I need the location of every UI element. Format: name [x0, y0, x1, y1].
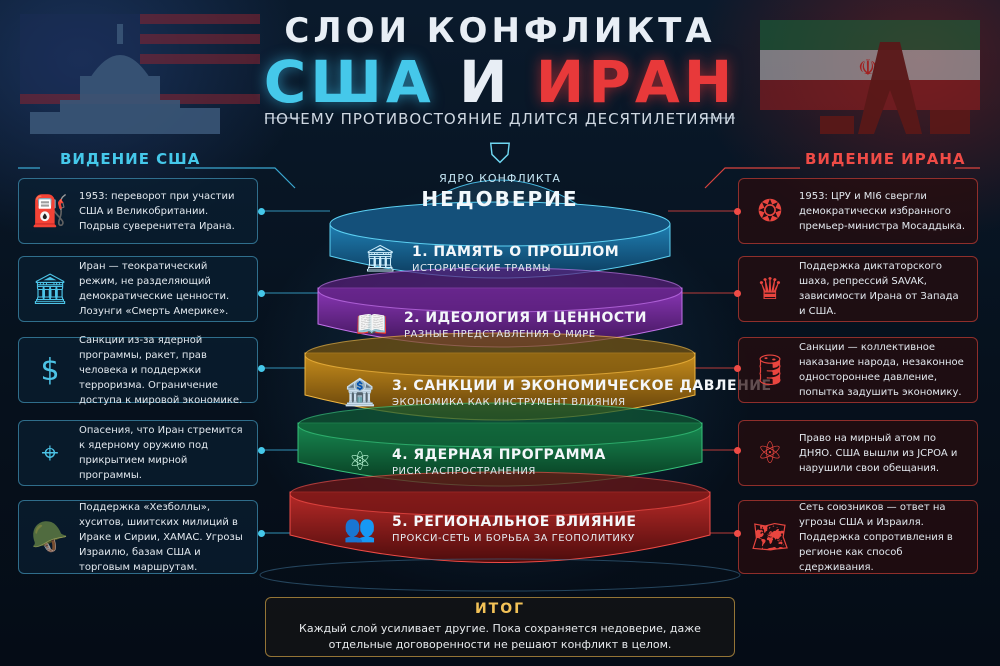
title-and: И: [459, 48, 512, 116]
us-card-4-text: Опасения, что Иран стремится к ядерному …: [79, 425, 243, 481]
layer-5-title: 5. РЕГИОНАЛЬНОЕ ВЛИЯНИЕ: [392, 514, 637, 530]
layer-5-subtitle: ПРОКСИ-СЕТЬ И БОРЬБА ЗА ГЕОПОЛИТИКУ: [392, 533, 635, 544]
layer-3-title: 3. САНКЦИИ И ЭКОНОМИЧЕСКОЕ ДАВЛЕНИЕ: [392, 378, 772, 394]
soldier-icon: 🪖: [31, 519, 69, 555]
layer-2: 📖 2. ИДЕОЛОГИЯ И ЦЕННОСТИ РАЗНЫЕ ПРЕДСТАВ…: [352, 310, 647, 340]
layer-5: 👥 5. РЕГИОНАЛЬНОЕ ВЛИЯНИЕ ПРОКСИ-СЕТЬ И Б…: [340, 514, 637, 544]
us-card-3-text: Санкции из-за ядерной программы, ракет, …: [79, 334, 243, 406]
summary-heading: ИТОГ: [474, 601, 526, 617]
seal-icon: ❂: [757, 193, 783, 229]
us-connector-dot: [258, 290, 265, 297]
oil-barrel-icon: 🛢: [750, 352, 790, 388]
us-connector-dot: [258, 365, 265, 372]
atom-icon: ⚛: [756, 435, 784, 471]
iran-side-heading: ВИДЕНИЕ ИРАНА: [805, 150, 966, 168]
iran-card-5-text: Сеть союзников — ответ на угрозы США и И…: [799, 501, 953, 573]
subtitle: ПОЧЕМУ ПРОТИВОСТОЯНИЕ ДЛИТСЯ ДЕСЯТИЛЕТИЯ…: [263, 110, 737, 128]
us-card-4: ⌖ Опасения, что Иран стремится к ядерном…: [18, 420, 258, 486]
us-connector-dot: [258, 208, 265, 215]
atom-icon: ⚛: [348, 447, 372, 477]
us-connector-dot: [258, 530, 265, 537]
layer-4-title: 4. ЯДЕРНАЯ ПРОГРАММА: [392, 447, 606, 463]
layer-4-subtitle: РИСК РАСПРОСТРАНЕНИЯ: [392, 466, 536, 477]
iran-connector-dot: [734, 530, 741, 537]
iran-card-1: ❂ 1953: ЦРУ и MI6 свергли демократически…: [738, 178, 978, 244]
book-icon: 📖: [355, 310, 389, 340]
layer-disc-3: [304, 332, 696, 421]
core-title: НЕДОВЕРИЕ: [421, 187, 579, 211]
iran-connector-dot: [734, 447, 741, 454]
us-card-5: 🪖 Поддержка «Хезболлы», хуситов, шиитски…: [18, 500, 258, 574]
summary-text: Каждый слой усиливает другие. Пока сохра…: [299, 622, 701, 651]
people-icon: 👥: [343, 514, 377, 544]
azadi-tower-illustration: [820, 42, 970, 134]
layer-3-subtitle: ЭКОНОМИКА КАК ИНСТРУМЕНТ ВЛИЯНИЯ: [392, 397, 626, 408]
iran-card-3: 🛢 Санкции — коллективное наказание народ…: [738, 337, 978, 403]
shield-icon: ⛉: [489, 137, 511, 170]
iran-flag-illustration: [760, 20, 980, 110]
layer-3: 🏦 3. САНКЦИИ И ЭКОНОМИЧЕСКОЕ ДАВЛЕНИЕ ЭКО…: [340, 378, 772, 408]
dollar-icon: $: [40, 352, 60, 388]
layer-1-title: 1. ПАМЯТЬ О ПРОШЛОМ: [412, 244, 620, 260]
conflict-core: ⛉ ЯДРО КОНФЛИКТА НЕДОВЕРИЕ: [395, 140, 605, 225]
us-side-heading: ВИДЕНИЕ США: [60, 150, 201, 168]
target-icon: ⌖: [41, 435, 59, 471]
title-usa: США: [263, 48, 435, 116]
core-label: ЯДРО КОНФЛИКТА: [439, 172, 561, 185]
iran-connector-dot: [734, 290, 741, 297]
museum-icon: 🏛: [363, 244, 397, 274]
us-card-5-text: Поддержка «Хезболлы», хуситов, шиитских …: [79, 501, 243, 573]
oil-pump-icon: ⛽: [31, 193, 69, 229]
us-card-1: ⛽ 1953: переворот при участии США и Вели…: [18, 178, 258, 244]
capitol-illustration: [30, 24, 220, 134]
summary-box: ИТОГ Каждый слой усиливает другие. Пока …: [265, 597, 735, 657]
layer-2-title: 2. ИДЕОЛОГИЯ И ЦЕННОСТИ: [404, 310, 647, 326]
us-card-3: $ Санкции из-за ядерной программы, ракет…: [18, 335, 258, 406]
iran-card-5: 🗺 Сеть союзников — ответ на угрозы США и…: [738, 500, 978, 574]
us-connector-dot: [258, 447, 265, 454]
title-iran: ИРАН: [535, 48, 737, 116]
iran-card-4-text: Право на мирный атом по ДНЯО. США вышли …: [799, 432, 958, 474]
iran-connector-dot: [734, 208, 741, 215]
us-card-1-text: 1953: переворот при участии США и Велико…: [79, 190, 235, 232]
iran-card-2: ♛ Поддержка диктаторского шаха, репресси…: [738, 256, 978, 322]
title-top: СЛОИ КОНФЛИКТА: [284, 11, 716, 51]
iran-card-1-text: 1953: ЦРУ и MI6 свергли демократически и…: [799, 190, 966, 232]
layer-4: ⚛ 4. ЯДЕРНАЯ ПРОГРАММА РИСК РАСПРОСТРАНЕН…: [340, 447, 606, 477]
iran-connector-dot: [734, 365, 741, 372]
layer-1: 🏛 1. ПАМЯТЬ О ПРОШЛОМ ИСТОРИЧЕСКИЕ ТРАВМЫ: [360, 244, 619, 274]
layer-2-subtitle: РАЗНЫЕ ПРЕДСТАВЛЕНИЯ О МИРЕ: [404, 329, 596, 340]
layer-disc-5: [289, 471, 711, 563]
layer-disc-2: [317, 267, 683, 348]
layer-disc-4: [297, 402, 703, 487]
iran-card-3-text: Санкции — коллективное наказание народа,…: [799, 342, 964, 398]
iran-card-2-text: Поддержка диктаторского шаха, репрессий …: [799, 261, 959, 317]
us-card-2: 🏛 Иран — теократический режим, не раздел…: [18, 256, 258, 322]
capitol-icon: 🏛: [30, 271, 70, 307]
layer-1-subtitle: ИСТОРИЧЕСКИЕ ТРАВМЫ: [412, 263, 551, 274]
main-title: США И ИРАН: [0, 48, 1000, 116]
crown-icon: ♛: [756, 271, 784, 307]
iran-card-4: ⚛ Право на мирный атом по ДНЯО. США вышл…: [738, 420, 978, 486]
bank-icon: 🏦: [343, 378, 377, 408]
map-icon: 🗺: [750, 519, 790, 555]
us-card-2-text: Иран — теократический режим, не разделяю…: [79, 261, 230, 317]
